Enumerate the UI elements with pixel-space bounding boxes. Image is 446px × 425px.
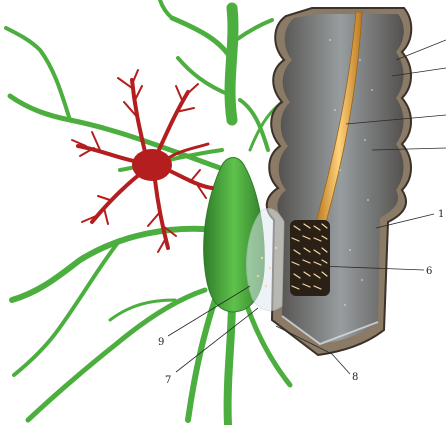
astrocyte-cell xyxy=(72,70,212,252)
microprobe xyxy=(267,8,412,355)
callout-label-7: 7 xyxy=(165,375,171,386)
electrode-brush xyxy=(290,220,330,296)
callout-label-1: 1 xyxy=(438,209,444,220)
callout-label-9: 9 xyxy=(158,337,164,348)
callout-label-8: 8 xyxy=(352,372,358,383)
callout-label-6: 6 xyxy=(426,266,432,277)
